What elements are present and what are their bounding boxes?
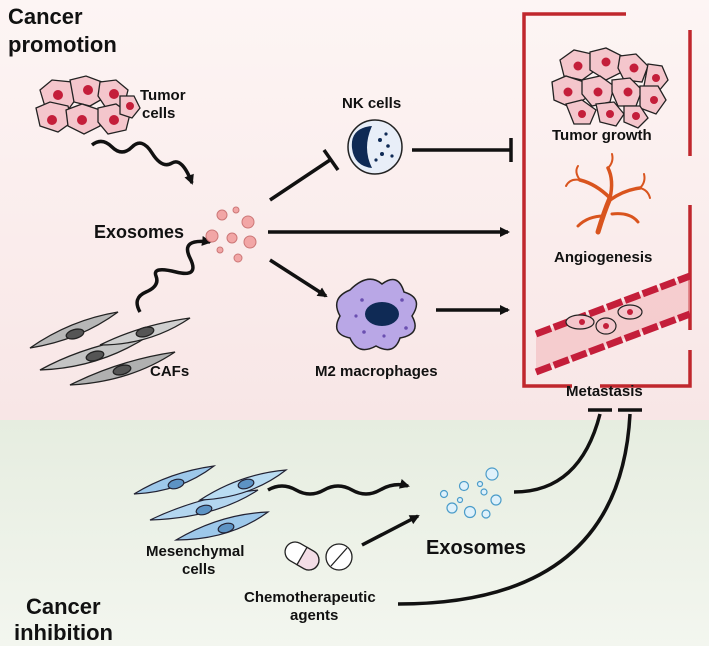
promotion-title: Cancer promotion — [8, 4, 117, 57]
chemotherapeutic-agents-label: Chemotherapeutic agents — [244, 589, 380, 624]
angiogenesis-icon — [565, 153, 651, 235]
cafs-icon — [29, 311, 191, 386]
pill-tablet-icon — [325, 543, 353, 571]
mesenchymal-cells-label: Mesenchymal cells — [146, 543, 249, 578]
exosomes-bottom-icon — [439, 467, 502, 519]
nk-cell-icon — [347, 119, 403, 175]
tumor-cells-icon — [35, 75, 141, 135]
mesenchymal-cells-icon — [133, 465, 288, 541]
nk-cells-label: NK cells — [342, 95, 401, 112]
mesenchymal-to-exosomes-arrow — [267, 478, 410, 496]
tumor-growth-icon — [551, 47, 669, 129]
inhibition-title: Cancer inhibition — [14, 594, 113, 645]
metastasis-label: Metastasis — [566, 383, 643, 400]
exosomes-inhibit-curve — [513, 413, 602, 494]
metastasis-icon — [534, 272, 692, 376]
exosomes-top-icon — [205, 206, 257, 263]
m2-macrophages-label: M2 macrophages — [315, 363, 438, 380]
exosomes-bottom-label: Exosomes — [426, 537, 526, 559]
tumor-to-exosomes-arrow — [90, 139, 194, 185]
pill-capsule-icon — [284, 541, 320, 571]
chemo-inhibit-curve — [397, 413, 632, 606]
cafs-to-exosomes-arrow — [135, 235, 212, 313]
tumor-cells-label: Tumor cells — [140, 87, 190, 122]
tumor-growth-label: Tumor growth — [552, 127, 652, 144]
chemo-to-exosomes-arrow — [361, 514, 420, 547]
cafs-label: CAFs — [150, 363, 189, 380]
exosomes-to-m2-arrow — [269, 258, 328, 298]
exosomes-top-label: Exosomes — [94, 222, 184, 242]
angiogenesis-label: Angiogenesis — [554, 249, 652, 266]
exosomes-nk-inhibit-bar — [322, 148, 340, 172]
m2-macrophage-icon — [335, 278, 418, 351]
exosomes-nk-inhibit-line — [269, 158, 331, 202]
